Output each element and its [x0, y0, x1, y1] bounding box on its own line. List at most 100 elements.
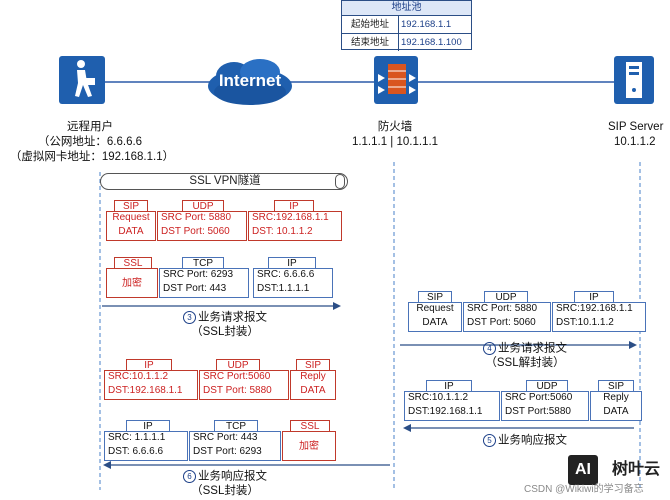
packet-tab-ssl: SSL	[114, 257, 152, 269]
packet-cell-sip: Request DATA	[408, 302, 462, 332]
step4-subcaption: （SSL解封装）	[485, 357, 565, 369]
firewall-icon	[374, 56, 418, 104]
cell-line: 加密	[299, 441, 319, 452]
cell-line: Request	[112, 212, 150, 223]
cell-line: SRC: 1.1.1.1	[108, 432, 166, 443]
cell-line: DST: 6.6.6.6	[108, 446, 164, 457]
packet-tab-tcp: TCP	[182, 257, 224, 269]
packet-cell-ip: SRC: 6.6.6.6 DST:1.1.1.1	[253, 268, 333, 298]
cell-line: SRC Port:5060	[203, 371, 271, 382]
packet-tab-udp: UDP	[484, 291, 528, 303]
cell-line: DST Port: 5060	[161, 226, 230, 237]
packet-cell-tcp: SRC Port: 443 DST Port: 6293	[189, 431, 281, 461]
cell-line: SRC:10.1.1.2	[108, 371, 169, 382]
packet-cell-ssl: 加密	[282, 431, 336, 461]
step-number: 6	[183, 470, 196, 483]
cell-line: DST: 10.1.1.2	[252, 226, 313, 237]
cell-line: SRC Port: 5880	[161, 212, 232, 223]
step-number: 4	[483, 342, 496, 355]
firewall-addresses: 1.1.1.1 | 10.1.1.1	[351, 136, 439, 148]
caption-text: 业务响应报文	[198, 470, 267, 483]
packet-cell-sip: Request DATA	[106, 211, 156, 241]
packet-tab-udp: UDP	[182, 200, 224, 212]
sip-server-icon	[614, 56, 654, 104]
remote-user-name: 远程用户	[67, 121, 113, 133]
packet-tab-sip: SIP	[598, 380, 634, 392]
tunnel-end-cap	[335, 174, 345, 189]
pool-row-start: 起始地址 192.168.1.1	[342, 16, 471, 33]
watermark-logo: AI	[568, 455, 598, 485]
cell-line: SRC: 6.6.6.6	[257, 269, 315, 280]
packet-cell-tcp: SRC Port: 6293 DST Port: 443	[159, 268, 249, 298]
cell-line: Request	[416, 303, 454, 314]
pool-key: 起始地址	[342, 16, 399, 33]
request-arrowhead-left	[333, 302, 341, 310]
packet-tab-ip: IP	[426, 380, 472, 392]
caption-text: 业务请求报文	[198, 311, 267, 324]
packet-cell-ip: SRC:192.168.1.1 DST:10.1.1.2	[552, 302, 646, 332]
cell-line: SRC Port: 6293	[163, 269, 234, 280]
response-arrowhead-right	[403, 424, 411, 432]
packet-cell-ip: SRC:10.1.1.2 DST:192.168.1.1	[404, 391, 500, 421]
sip-server-name: SIP Server	[608, 121, 664, 133]
cell-line: DST:10.1.1.2	[556, 317, 614, 328]
caption-text: 业务响应报文	[498, 434, 567, 447]
cell-line: DST Port: 5880	[203, 385, 272, 396]
cell-line: DATA	[603, 406, 629, 417]
tunnel-label: SSL VPN隧道	[189, 175, 261, 187]
packet-cell-ip: SRC: 1.1.1.1 DST: 6.6.6.6	[104, 431, 188, 461]
address-pool-title: 地址池	[342, 1, 471, 16]
cell-line: DATA	[422, 317, 448, 328]
cell-line: DST Port: 6293	[193, 446, 262, 457]
cell-line: SRC:192.168.1.1	[252, 212, 329, 223]
pool-row-end: 结束地址 192.168.1.100	[342, 33, 471, 51]
cell-line: DATA	[118, 226, 144, 237]
watermark-brand: 树叶云	[612, 461, 661, 478]
packet-cell-udp: SRC Port:5060 DST Port: 5880	[199, 370, 289, 400]
pool-value: 192.168.1.1	[401, 19, 452, 30]
packet-cell-udp: SRC Port: 5880 DST Port: 5060	[463, 302, 551, 332]
response-arrowhead-left	[103, 461, 111, 469]
cell-line: Reply	[300, 371, 326, 382]
packet-cell-sip: Reply DATA	[290, 370, 336, 400]
packet-tab-sip: SIP	[114, 200, 148, 212]
cell-line: Reply	[603, 392, 629, 403]
packet-tab-udp: UDP	[216, 359, 260, 371]
cell-line: SRC:192.168.1.1	[556, 303, 633, 314]
packet-tab-sip: SIP	[418, 291, 452, 303]
caption-text: 业务请求报文	[498, 342, 567, 355]
packet-cell-ip: SRC:10.1.1.2 DST:192.168.1.1	[104, 370, 198, 400]
cell-line: SRC Port: 5880	[467, 303, 538, 314]
cell-line: 加密	[122, 278, 142, 289]
packet-cell-udp: SRC Port: 5880 DST Port: 5060	[157, 211, 247, 241]
cell-line: DST Port: 5060	[467, 317, 536, 328]
cell-line: DATA	[300, 385, 326, 396]
cell-line: DST Port:5880	[505, 406, 571, 417]
sip-server-address: 10.1.1.2	[614, 136, 656, 148]
cell-line: SRC Port: 443	[193, 432, 258, 443]
cell-line: SRC Port:5060	[505, 392, 573, 403]
packet-cell-sip: Reply DATA	[590, 391, 642, 421]
cell-line: DST:192.168.1.1	[108, 385, 183, 396]
firewall-name: 防火墙	[377, 121, 413, 133]
step3-subcaption: （SSL封装）	[191, 326, 259, 338]
packet-cell-ip: SRC:192.168.1.1 DST: 10.1.1.2	[248, 211, 342, 241]
packet-cell-ssl: 加密	[106, 268, 158, 298]
pool-key: 结束地址	[342, 34, 399, 51]
remote-user-virtual-ip: （虚拟网卡地址：192.168.1.1）	[9, 151, 175, 163]
internet-label: Internet	[218, 71, 282, 90]
cell-line: DST:192.168.1.1	[408, 406, 483, 417]
packet-tab-ssl: SSL	[290, 420, 330, 432]
packet-tab-udp: UDP	[526, 380, 568, 392]
remote-user-icon	[59, 56, 105, 104]
packet-tab-ip: IP	[574, 291, 614, 303]
packet-tab-ip: IP	[274, 200, 314, 212]
pool-value: 192.168.1.100	[401, 37, 462, 48]
cell-line: DST Port: 443	[163, 283, 227, 294]
step-number: 5	[483, 434, 496, 447]
cell-line: SRC:10.1.1.2	[408, 392, 469, 403]
step6-subcaption: （SSL封装）	[191, 485, 259, 497]
